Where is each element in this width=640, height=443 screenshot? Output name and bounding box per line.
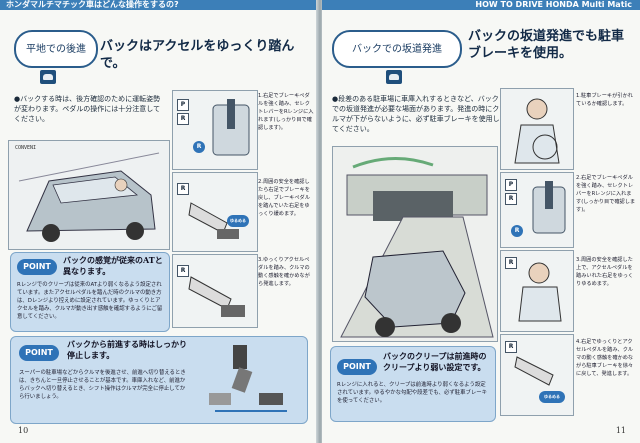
right-gear-r: R xyxy=(505,193,517,205)
point1-title: バックの感覚が従来のATと異なります。 xyxy=(63,255,163,276)
left-page: ホンダマルチマチック車はどんな操作をするの? 平地での後進 バックはアクセルをゆ… xyxy=(0,0,318,443)
left-step1-text: 1.右足でブレーキペダルを強く踏み、セレクトレバーをRレンジに入れます(しっかり… xyxy=(258,93,314,131)
right-point-box: POINT バックのクリープは前進時のクリープより弱い設定です。 Rレンジに入れ… xyxy=(330,346,496,422)
right-top-band: HOW TO DRIVE HONDA Multi Matic xyxy=(322,0,640,10)
point2-body: スーパーの駐車場などからクルマを後進させ、前進へ切り替えるときは、きちんと一旦停… xyxy=(19,370,186,400)
car-reverse-icon xyxy=(40,70,56,84)
right-section-oval: バックでの坂道発進 xyxy=(332,30,462,68)
left-point2-box: POINT バックから前進する時はしっかり停止します。 スーパーの駐車場などから… xyxy=(10,336,308,424)
left-page-number: 10 xyxy=(18,426,29,435)
right-shift-lever-drawing xyxy=(532,181,566,234)
point2-title: バックから前進する時はしっかり停止します。 xyxy=(67,339,187,360)
left-section-oval: 平地での後進 xyxy=(14,30,98,68)
store-sign: CONVENI xyxy=(15,145,37,151)
slope-garage-drawing xyxy=(333,147,497,341)
gear-r-3: R xyxy=(177,265,189,277)
driver-parking-brake-drawing xyxy=(514,98,560,164)
right-step4-text: 4.右足でゆっくりとアクセルペダルを踏み、クルマの動く感触を確かめながら駐車ブレ… xyxy=(576,339,634,377)
driver-looking-back-drawing xyxy=(518,262,562,322)
right-step3-image: R xyxy=(500,250,574,332)
right-foot-pedal-drawing xyxy=(514,356,554,386)
accelerator-drawing xyxy=(188,276,245,317)
reversing-car-drawing xyxy=(9,141,169,249)
right-garage-illustration xyxy=(332,146,498,342)
right-step2-image: P R R xyxy=(500,172,574,248)
car-slope-icon xyxy=(386,70,402,84)
left-step2-image: R ゆるめる xyxy=(172,172,258,252)
right-yurumeru-label: ゆるめる xyxy=(539,391,565,403)
point1-body: Rレンジでのクリープは従来のATより弱くなるよう設定されています。またアクセルペ… xyxy=(17,282,163,320)
gear-r-2: R xyxy=(177,183,189,195)
right-headline: バックの坂道発進でも駐車ブレーキを使用。 xyxy=(468,29,625,61)
right-gear-r-circle: R xyxy=(511,225,523,237)
right-step3-text: 3.周囲の安全を確認した上で、アクセルペダルを踏みいれた右足をゆっくりゆるめます… xyxy=(576,257,634,287)
point-badge-2: POINT xyxy=(19,345,59,361)
yurumeru-label: ゆるめる xyxy=(227,215,249,227)
left-step3-text: 3.ゆっくりアクセルペダルを踏み、クルマの動く感触を確かめながら発進します。 xyxy=(258,257,310,287)
left-top-band-text: ホンダマルチマチック車はどんな操作をするの? xyxy=(6,0,179,9)
shift-lever-drawing xyxy=(212,99,250,156)
right-page: HOW TO DRIVE HONDA Multi Matic バックでの坂道発進… xyxy=(322,0,640,443)
right-point-title: バックのクリープは前進時のクリープより弱い設定です。 xyxy=(383,351,487,372)
left-step1-image: P R R xyxy=(172,90,258,170)
right-gear-r-4: R xyxy=(505,341,517,353)
right-lead-text: ●段差のある駐車場に車庫入れするときなど、バックでの坂道発進が必要な場面がありま… xyxy=(332,95,500,133)
book-gutter xyxy=(316,0,324,443)
right-step1-text: 1.駐車ブレーキが引かれているか確認します。 xyxy=(576,93,633,107)
point-badge: POINT xyxy=(17,259,57,275)
right-gear-p: P xyxy=(505,179,517,191)
right-top-band-text: HOW TO DRIVE HONDA Multi Matic xyxy=(475,0,632,9)
right-point-body: Rレンジに入れると、クリープは前進時より弱くなるよう設定されています。ゆるやかな… xyxy=(337,382,488,404)
left-lead-text: ●バックする時は、後方確認のために運転姿勢が変わります。ペダルの操作には十分注意… xyxy=(14,95,161,123)
left-point1-box: POINT バックの感覚が従来のATと異なります。 Rレンジでのクリープは従来の… xyxy=(10,252,170,332)
gear-r-circle: R xyxy=(193,141,205,153)
left-top-band: ホンダマルチマチック車はどんな操作をするの? xyxy=(0,0,318,10)
left-headline: バックはアクセルをゆっくり踏んで。 xyxy=(100,39,295,71)
left-step2-text: 2.周囲の安全を確認したら右足でブレーキを戻し、ブレーキペダルを踏んでいた右足を… xyxy=(258,179,310,217)
right-step2-text: 2.右足でブレーキペダルを強く踏み、セレクトレバーをRレンジに入れます(しっかり… xyxy=(576,175,636,213)
gear-r: R xyxy=(177,113,189,125)
right-step4-image: R ゆるめる xyxy=(500,334,574,416)
parking-maneuver-diagram xyxy=(209,345,287,412)
gear-p: P xyxy=(177,99,189,111)
right-point-badge: POINT xyxy=(337,359,377,375)
left-step3-image: R xyxy=(172,254,258,328)
left-car-illustration: CONVENI xyxy=(8,140,170,250)
right-gear-r-3: R xyxy=(505,257,517,269)
foot-pedal-drawing xyxy=(188,202,239,239)
right-page-number: 11 xyxy=(615,426,626,435)
right-step1-image xyxy=(500,88,574,170)
